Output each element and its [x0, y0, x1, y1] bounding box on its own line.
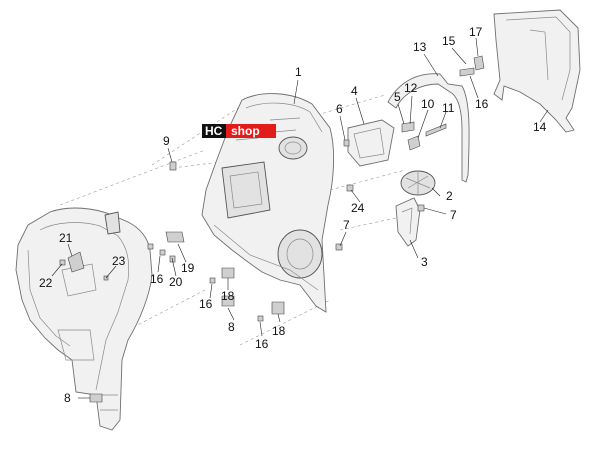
callout-11: 11	[442, 101, 455, 115]
callout-14: 14	[533, 120, 547, 134]
glovebox-flap	[347, 119, 395, 167]
inner-back-panel	[493, 9, 581, 133]
callout-18b: 18	[272, 324, 286, 338]
hc-shop-logo: HC shop	[202, 124, 276, 138]
callout-6: 6	[336, 102, 343, 116]
callout-1: 1	[295, 65, 302, 79]
callout-24: 24	[351, 201, 365, 215]
logo-dark-box	[202, 124, 226, 138]
callout-5: 5	[394, 90, 401, 104]
callout-2: 2	[446, 189, 453, 203]
callout-13: 13	[413, 40, 427, 54]
callout-12: 12	[404, 81, 418, 95]
callout-16b: 16	[150, 272, 164, 286]
callout-3: 3	[421, 255, 428, 269]
callout-8a: 8	[228, 320, 235, 334]
callout-16d: 16	[255, 337, 269, 351]
callout-16a: 16	[475, 97, 489, 111]
callout-9: 9	[163, 134, 170, 148]
front-shield-panel	[201, 93, 335, 313]
callout-16c: 16	[199, 297, 213, 311]
callout-22: 22	[39, 276, 53, 290]
callout-18a: 18	[221, 289, 235, 303]
callout-7b: 7	[343, 218, 350, 232]
callout-17: 17	[469, 25, 483, 39]
callout-20: 20	[169, 275, 183, 289]
logo-text-shop: shop	[231, 124, 260, 138]
bracket-part	[395, 197, 421, 247]
callout-7a: 7	[450, 208, 457, 222]
callout-labels: 1 2 3 4 5 6 7 7 8 8 9 10 11 12 13 14 15 …	[39, 25, 547, 405]
callout-leader-lines	[51, 37, 549, 399]
callout-21: 21	[59, 231, 73, 245]
release-cable	[387, 73, 470, 183]
callout-10: 10	[421, 97, 435, 111]
callout-8b: 8	[64, 391, 71, 405]
callout-15: 15	[442, 34, 456, 48]
callout-4: 4	[351, 84, 358, 98]
callout-23: 23	[112, 254, 126, 268]
logo-red-box	[226, 124, 276, 138]
logo-text-hc: HC	[205, 124, 223, 138]
fuel-cap-cover	[400, 170, 436, 196]
leg-shield-frame	[15, 207, 153, 431]
callout-19: 19	[181, 261, 195, 275]
